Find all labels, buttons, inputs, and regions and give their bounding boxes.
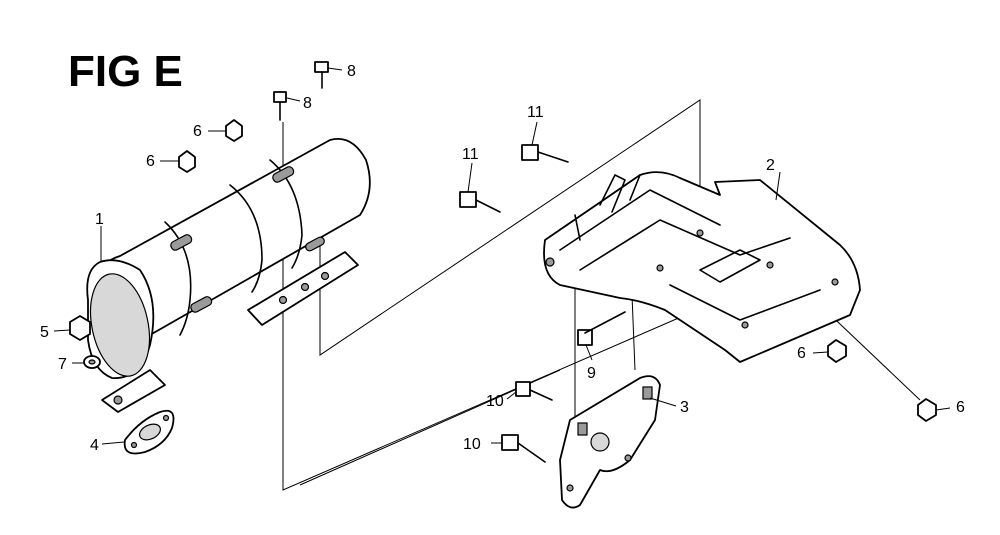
- callout-labels: 1 2 3 4 5 6 6 6 6 7 8 8 9 10 10 11 11: [40, 63, 965, 454]
- callout-10a: 10: [486, 393, 504, 410]
- mounting-plate: [559, 375, 661, 509]
- callout-5: 5: [40, 324, 49, 341]
- callout-6a: 6: [193, 123, 202, 140]
- muffler-bracket-housing: [543, 171, 861, 363]
- muffler-heat-shield: [86, 138, 371, 413]
- figure-title: FIG E: [68, 47, 183, 96]
- callout-11b: 11: [462, 146, 479, 163]
- callout-4: 4: [90, 437, 99, 454]
- gasket: [123, 409, 175, 455]
- callout-9: 9: [587, 365, 596, 382]
- callout-3: 3: [680, 399, 689, 416]
- callout-8a: 8: [303, 95, 312, 112]
- hardware: [69, 61, 937, 463]
- callout-6c: 6: [797, 345, 806, 362]
- callout-2: 2: [766, 157, 775, 174]
- callout-6d: 6: [956, 399, 965, 416]
- leader-lines: [53, 67, 951, 445]
- callout-1: 1: [95, 211, 104, 228]
- callout-7: 7: [58, 356, 67, 373]
- callout-6b: 6: [146, 153, 155, 170]
- callout-8b: 8: [347, 63, 356, 80]
- callout-10b: 10: [463, 436, 481, 453]
- callout-11a: 11: [527, 104, 544, 121]
